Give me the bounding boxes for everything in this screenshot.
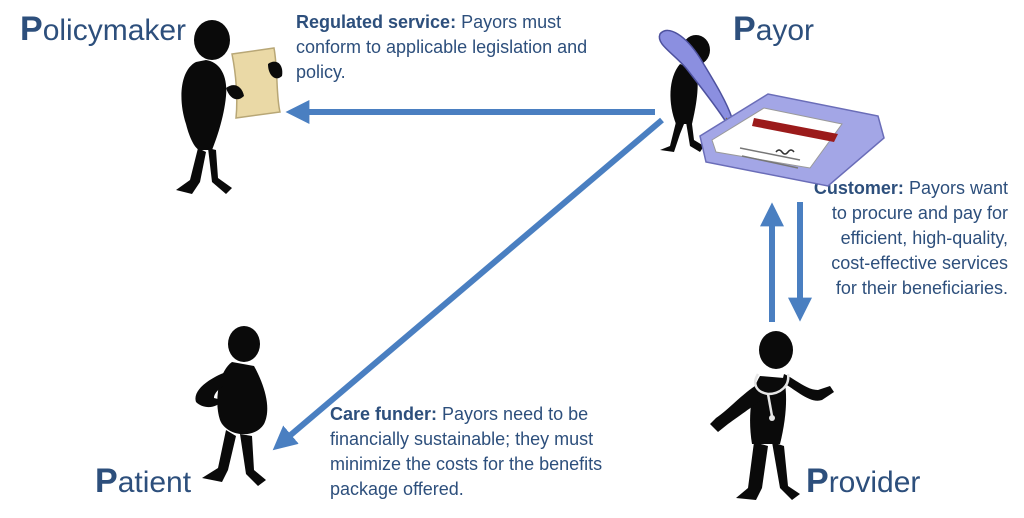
policymaker-label: Policymaker	[20, 12, 186, 48]
patient-initial: P	[95, 462, 118, 500]
patient-label: Patient	[95, 464, 191, 500]
provider-initial: P	[806, 462, 829, 500]
patient-rest: atient	[117, 466, 192, 499]
regulated-service-text: Regulated service: Payors must conform t…	[296, 10, 596, 85]
care-funder-heading: Care funder:	[330, 404, 438, 424]
policymaker-initial: P	[20, 10, 43, 48]
provider-figure-icon	[710, 331, 834, 500]
regulated-service-body: Payors must conform to applicable legisl…	[296, 12, 588, 82]
payor-label: Payor	[733, 12, 814, 48]
stethoscope-icon	[754, 373, 790, 421]
patient-figure-icon	[195, 326, 268, 486]
policymaker-figure-icon	[176, 20, 232, 194]
payor-rest: ayor	[755, 14, 815, 47]
provider-rest: rovider	[828, 466, 921, 499]
customer-heading: Customer:	[813, 178, 904, 198]
payor-initial: P	[733, 10, 756, 48]
payment-paper-icon	[699, 93, 885, 187]
care-funder-text: Care funder: Payors need to be financial…	[330, 402, 640, 502]
scroll-icon	[226, 47, 283, 119]
regulated-service-heading: Regulated service:	[296, 12, 457, 32]
provider-label: Provider	[806, 464, 920, 500]
arrow-payor-to-patient	[272, 117, 664, 451]
care-funder-body: Payors need to be financially sustainabl…	[330, 404, 603, 499]
customer-body: Payors want to procure and pay for effic…	[831, 178, 1008, 298]
policymaker-rest: olicymaker	[42, 14, 187, 47]
customer-text: Customer: Payors want to procure and pay…	[812, 176, 1008, 301]
